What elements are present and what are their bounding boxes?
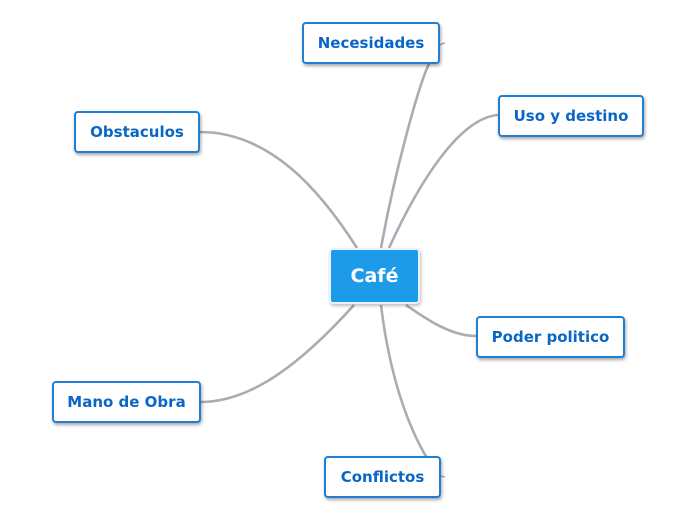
topic-conflictos-label: Conflictos — [340, 468, 425, 486]
topic-mano-de-obra-label: Mano de Obra — [67, 393, 186, 411]
topic-obstaculos[interactable]: Obstaculos — [74, 111, 200, 153]
topic-conflictos[interactable]: Conflictos — [324, 456, 441, 498]
topic-necesidades[interactable]: Necesidades — [302, 22, 440, 64]
connector-poder — [405, 303, 477, 338]
central-topic[interactable]: Café — [329, 248, 420, 304]
topic-necesidades-label: Necesidades — [317, 34, 425, 52]
topic-poder-politico-label: Poder politico — [491, 328, 610, 346]
connector-obstaculos — [199, 130, 359, 249]
topic-mano-de-obra[interactable]: Mano de Obra — [52, 381, 201, 423]
connector-uso — [387, 113, 499, 249]
topic-uso-y-destino-label: Uso y destino — [513, 107, 629, 125]
connector-necesidades — [379, 61, 432, 249]
central-topic-label: Café — [350, 265, 399, 287]
connector-mano — [200, 304, 355, 404]
topic-uso-y-destino[interactable]: Uso y destino — [498, 95, 644, 137]
connector-conflictos — [379, 304, 429, 459]
topic-obstaculos-label: Obstaculos — [90, 123, 184, 141]
topic-poder-politico[interactable]: Poder politico — [476, 316, 625, 358]
